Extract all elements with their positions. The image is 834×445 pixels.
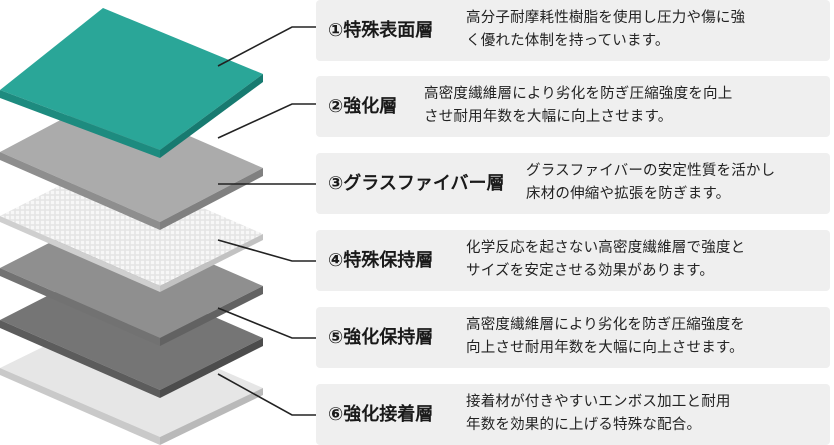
leader-line-5: [217, 307, 316, 339]
layer-1-title: ①特殊表面層: [328, 20, 434, 41]
leader-lines: [217, 26, 316, 416]
layer-2-title: ②強化層: [328, 96, 398, 117]
layer-4-callout: ④特殊保持層 化学反応を起さない高密度繊維層で強度と サイズを安定させる効果があ…: [316, 230, 830, 291]
layer-3-title: ③グラスファイバー層: [328, 173, 505, 194]
layer-5-description: 高密度繊維層により劣化を防ぎ圧縮強度を 向上させ耐用年数を大幅に向上させます。: [466, 317, 746, 356]
leader-line-4: [217, 239, 316, 262]
layer-5-callout: ⑤強化保持層 高密度繊維層により劣化を防ぎ圧縮強度を 向上させ耐用年数を大幅に向…: [316, 307, 830, 368]
layer-4-title: ④特殊保持層: [328, 250, 434, 271]
layer-6-title: ⑥強化接着層: [328, 404, 434, 425]
leader-line-6: [217, 373, 316, 416]
layer-2-description: 高密度繊維層により劣化を防ぎ圧縮強度を向上 させ耐用年数を大幅に向上させます。: [424, 86, 733, 125]
leader-line-2: [217, 103, 316, 139]
layer-3-description: グラスファイバーの安定性質を活かし 床材の伸縮や拡張を防ぎます。: [526, 163, 776, 202]
layer-4-description: 化学反応を起さない高密度繊維層で強度と サイズを安定させる効果があります。: [466, 240, 746, 279]
layer-1-sheet: [0, 8, 263, 158]
layer-6-callout: ⑥強化接着層 接着材が付きやすいエンボス加工と耐用 年数を効果的に上げる特殊な配…: [316, 384, 830, 445]
layer-3-callout: ③グラスファイバー層 グラスファイバーの安定性質を活かし 床材の伸縮や拡張を防ぎ…: [316, 153, 830, 214]
layer-1-callout: ①特殊表面層 高分子耐摩耗性樹脂を使用し圧力や傷に強 く優れた体制を持っています…: [316, 0, 830, 61]
layer-1-description: 高分子耐摩耗性樹脂を使用し圧力や傷に強 く優れた体制を持っています。: [466, 10, 746, 49]
layer-3-sheet: [0, 164, 263, 292]
layer-6-description: 接着材が付きやすいエンボス加工と耐用 年数を効果的に上げる特殊な配合。: [466, 394, 731, 433]
leader-line-1: [217, 26, 316, 67]
layer-5-title: ⑤強化保持層: [328, 327, 434, 348]
layer-2-callout: ②強化層 高密度繊維層により劣化を防ぎ圧縮強度を向上 させ耐用年数を大幅に向上さ…: [316, 76, 830, 137]
